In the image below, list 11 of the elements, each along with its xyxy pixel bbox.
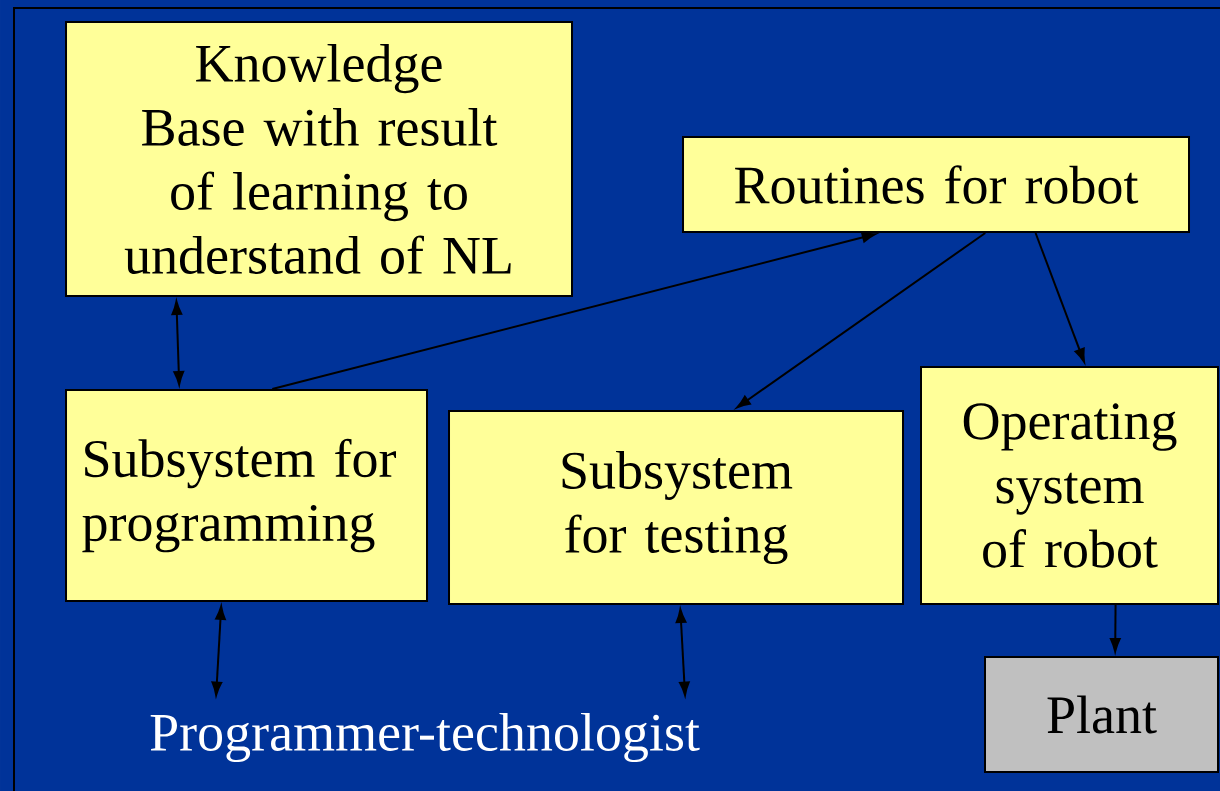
actor-label: Programmer-technologist xyxy=(150,712,700,763)
process-box: Subsystem for programming xyxy=(65,389,428,602)
process-box: Plant xyxy=(984,656,1219,773)
arrow xyxy=(1109,604,1121,653)
arrow xyxy=(271,232,877,390)
process-box: Knowledge Base with result of learning to understand of NL xyxy=(65,21,573,297)
arrow xyxy=(171,300,185,386)
arrow xyxy=(736,232,987,409)
process-box: Operating system of robot xyxy=(920,366,1219,605)
process-box: Routines for robot xyxy=(682,136,1190,233)
process-box: Subsystem for testing xyxy=(448,410,904,605)
